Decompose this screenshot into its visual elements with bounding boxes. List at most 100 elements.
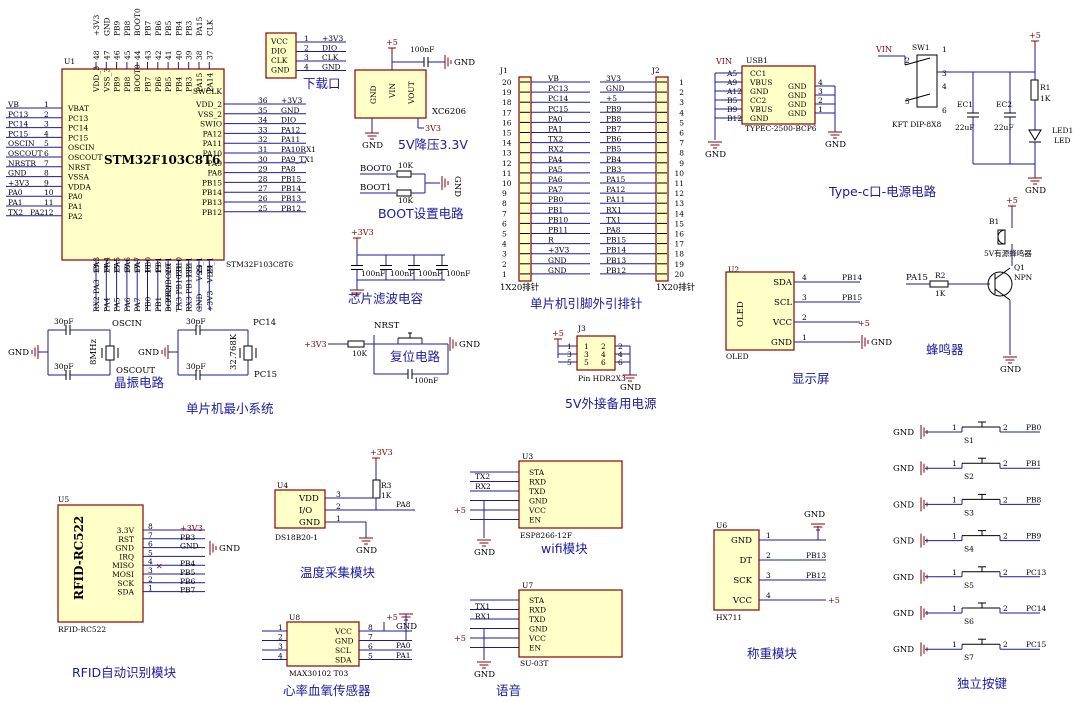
hx-net: PB13: [806, 551, 826, 560]
hx-body: [713, 529, 760, 611]
oled-net: PB14: [842, 273, 862, 282]
rfid-net: PB6: [180, 577, 196, 586]
dl-net: DIO: [322, 44, 337, 53]
right-extra: SWCLK: [193, 87, 223, 96]
top-num: 47: [102, 50, 111, 60]
wifi-pin: GND: [529, 497, 548, 506]
ds18-num: 3: [336, 490, 341, 499]
max-lnum: 2: [278, 633, 283, 642]
j2-net: PB12: [606, 266, 626, 275]
top-num: 38: [195, 50, 204, 60]
boot0-res: [396, 170, 412, 178]
max-rnum: 6: [368, 642, 373, 651]
reset-res: [347, 340, 365, 348]
left-num: 11: [44, 198, 54, 207]
max-ref: U8: [289, 613, 300, 622]
right-net: PA12: [281, 125, 301, 134]
filter-cap-val: 100nF: [418, 269, 442, 278]
key-n2: 2: [1003, 568, 1008, 577]
j3-caption: 5V外接备用电源: [565, 396, 657, 411]
bottom-net: RX3 PB11: [185, 274, 194, 312]
hx-pin: VCC: [732, 596, 752, 606]
top-pin: VSS_3: [102, 68, 111, 93]
j2-num: 4: [679, 108, 684, 117]
j1-num: 14: [502, 139, 512, 148]
j3-num: 2: [618, 342, 623, 351]
right-num: 27: [258, 184, 268, 193]
reg-caption: 5V降压3.3V: [398, 137, 468, 152]
j1-num: 3: [502, 250, 507, 259]
voice-pin: RXD: [529, 606, 546, 615]
hx-net: PB12: [806, 571, 826, 580]
top-net: +3V3: [92, 15, 101, 36]
usb-pin-l: GND: [750, 87, 769, 96]
mcu-name: STM32F103C8T6: [104, 153, 220, 167]
usb-pin-l: VBUS: [749, 105, 772, 114]
dl-pin: DIO: [271, 47, 286, 56]
j1-net: VB: [547, 74, 559, 83]
wifi-caption: wifi模块: [541, 541, 588, 556]
right-num: 32: [258, 135, 268, 144]
j1-num: 12: [502, 159, 512, 168]
oled-pin: VCC: [772, 318, 792, 328]
usb-pin-l: CC1: [750, 69, 766, 78]
left-net: PC13: [8, 110, 29, 119]
key-n1: 1: [952, 604, 957, 613]
ground-symbol: [1003, 356, 1017, 364]
j1-num: 7: [502, 209, 507, 218]
ds18-ref: U4: [277, 481, 288, 490]
rfid-net: PB3: [180, 533, 196, 542]
j1-body: [518, 76, 532, 282]
top-net: CLK: [205, 19, 214, 36]
left-num: 4: [44, 129, 49, 138]
right-pin: PB12: [202, 208, 222, 217]
right-num: 35: [258, 106, 268, 115]
mcu-part: STM32F103C8T6: [226, 260, 293, 269]
right-net: PA9_TX1: [281, 155, 314, 164]
right-num: 26: [258, 194, 268, 203]
r2: [929, 280, 949, 288]
left-net: OSCIN: [8, 139, 35, 148]
r2-val: 1K: [935, 289, 946, 298]
usb-pin-l: VBUS: [749, 78, 772, 87]
sw1-contacts: [904, 57, 931, 102]
bottom-pin: PA5: [113, 257, 122, 272]
j1-net: GND: [548, 256, 567, 265]
key-ref: S2: [964, 472, 974, 481]
ground-symbol: [350, 289, 364, 297]
left-num: 5: [44, 139, 49, 148]
j1-num: 11: [502, 169, 512, 178]
usb-pin-r: GND: [788, 82, 807, 91]
key-n2: 2: [1003, 640, 1008, 649]
bottom-pin: PA4: [102, 257, 111, 272]
j2-num: 11: [674, 179, 684, 188]
rfid-num: 5: [148, 548, 153, 557]
key-net: PB0: [1026, 423, 1042, 432]
j1-net: PB0: [548, 195, 564, 204]
key-n2: 2: [1003, 604, 1008, 613]
right-net: PA11: [281, 135, 300, 144]
q1-ref: Q1: [1014, 263, 1025, 272]
wifi-pin: TXD: [529, 487, 545, 496]
r3-val: 1K: [381, 491, 392, 500]
key-n1: 1: [952, 459, 957, 468]
key-net: PC15: [1026, 640, 1047, 649]
j2-net: PA15: [606, 175, 626, 184]
key-gnd: GND: [893, 464, 914, 474]
hx-label: HX711: [716, 613, 742, 622]
j1-net: PA4: [548, 155, 563, 164]
right-pin: PB15: [202, 178, 222, 187]
key-gnd: GND: [893, 500, 914, 510]
j3-num: 5: [567, 358, 572, 367]
ds18-num: 2: [336, 502, 341, 511]
xtal2-net2: PC15: [254, 370, 277, 380]
sw1-n: 5: [905, 97, 910, 106]
j1-num: 1: [502, 270, 507, 279]
ds18-pin: GND: [299, 518, 320, 528]
rfid-pin: SDA: [117, 588, 134, 597]
keys-caption: 独立按键: [957, 676, 1008, 691]
j2-num: 15: [674, 219, 684, 228]
j2-net: PB14: [606, 246, 626, 255]
j2-net: RX1: [606, 205, 622, 214]
right-pin: PA10: [203, 149, 223, 158]
